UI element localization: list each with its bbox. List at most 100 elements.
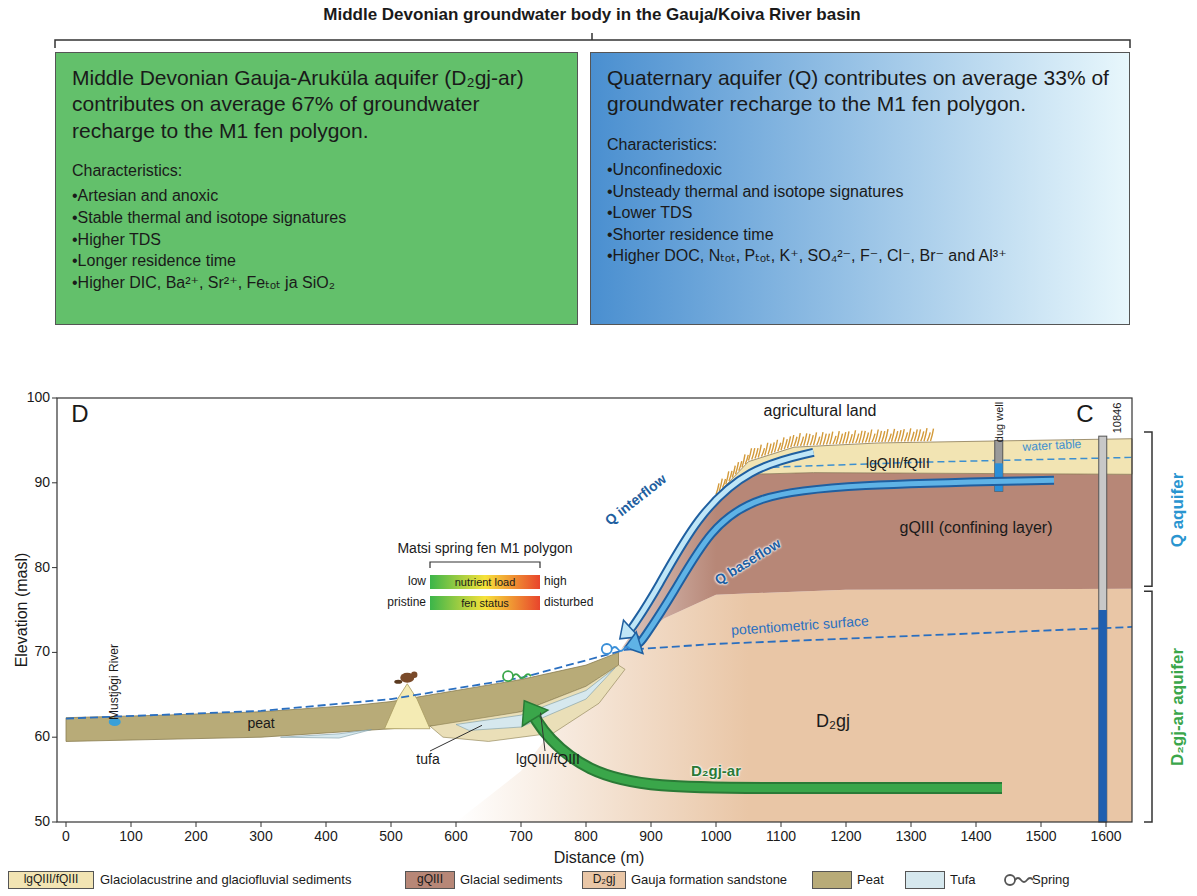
box-subheading: Characteristics: (72, 160, 561, 182)
polygon-bracket (430, 562, 540, 568)
d2gj-ar-flow-arrow (522, 701, 1002, 788)
potentiometric-surface-line (66, 627, 1132, 719)
arrow-fill (640, 480, 1054, 642)
axis-tick-label: 700 (509, 829, 532, 844)
leader-line (541, 713, 546, 751)
axis-tick-label: 500 (379, 829, 402, 844)
well-label: 10846 (1111, 403, 1123, 434)
scale-end-label: pristine (387, 596, 426, 609)
axis-tick-label: 0 (62, 829, 70, 844)
axis-tick-label: 200 (184, 829, 207, 844)
box-bullet: •Higher DIC, Ba²⁺, Sr²⁺, Feₜₒₜ ja SiO₂ (72, 272, 561, 294)
q-spring (602, 644, 630, 654)
legend-text: Glacial sediments (460, 873, 563, 887)
aquifer-label: Q aquifer (1169, 473, 1188, 548)
axis-tick-label: 800 (574, 829, 597, 844)
section-end-label: C (1076, 401, 1093, 427)
box-bullet: •Higher TDS (72, 229, 561, 251)
lower-glaciofluvial-layer (430, 665, 625, 741)
box-bullet: •Shorter residence time (607, 224, 1113, 246)
layer-label: lgQIII/fQIII (866, 456, 930, 471)
borehole (1099, 436, 1107, 822)
leader-line (430, 725, 482, 751)
land-use-label: agricultural land (764, 402, 877, 420)
axis-tick-label: 1400 (960, 829, 991, 844)
legend-swatch (812, 871, 852, 889)
axis-tick-label: 70 (34, 645, 50, 660)
axis-tick-label: 90 (34, 475, 50, 490)
layer-label: tufa (416, 752, 439, 767)
legend-code-label: gQIII (417, 873, 443, 886)
arrow-outline (640, 480, 1054, 642)
box-bullet: •Artesian and anoxic (72, 185, 561, 207)
axis-tick-label: 1500 (1025, 829, 1056, 844)
sandstone-layer (456, 589, 1132, 822)
q-baseflow-arrow (625, 480, 1054, 653)
aquifer-box: Middle Devonian Gauja-Aruküla aquifer (D… (55, 52, 578, 325)
box-bullet: •Stable thermal and isotope signatures (72, 207, 561, 229)
legend-text: Gauja formation sandstone (631, 873, 787, 887)
legend-text: Spring (1032, 873, 1070, 887)
fen-status-bar (430, 596, 540, 610)
river-label: Mustjõgi River (108, 644, 121, 720)
legend-swatch (905, 871, 945, 889)
scale-end-label: high (544, 575, 567, 588)
layer-label: gQIII (confining layer) (900, 519, 1053, 537)
well-label: dug well (993, 402, 1005, 442)
axis-tick-label: 1200 (830, 829, 861, 844)
scale-end-label: low (408, 575, 426, 588)
layer-label: lgQIII/fQIII (516, 752, 580, 767)
arrow-outline (535, 718, 1002, 788)
axis-tick-label: 1100 (766, 829, 796, 844)
box-bullet: •Lower TDS (607, 202, 1113, 224)
box-subheading: Characteristics: (607, 134, 1113, 156)
flow-label: D₂gj-ar (691, 763, 741, 780)
layer-label: D₂gj (816, 712, 850, 732)
scale-label: nutrient load (455, 576, 516, 588)
axis-tick-label: 100 (119, 829, 142, 844)
scale-label: fen status (461, 597, 509, 609)
section-end-label: D (71, 401, 88, 427)
d2gj-ar-aquifer-bracket (1144, 591, 1152, 822)
axis-ticks (52, 398, 1106, 827)
beaver-icon (394, 672, 417, 684)
plot-frame (57, 398, 1132, 822)
tufa-lens (281, 730, 372, 738)
axis-tick-label: 1300 (895, 829, 926, 844)
legend-code-label: lgQIII/fQIII (24, 873, 79, 886)
arrow-fill (535, 718, 1002, 788)
q-aquifer-bracket (1144, 432, 1152, 586)
legend-text: Glaciolacustrine and glaciofluvial sedim… (100, 873, 351, 887)
axis-title: Elevation (masl) (13, 553, 31, 668)
glacial-layer (622, 473, 1132, 649)
axis-tick-label: 1000 (700, 829, 731, 844)
layer-label: peat (247, 716, 274, 731)
box-bullet: •Unsteady thermal and isotope signatures (607, 181, 1113, 203)
axis-tick-label: 1600 (1090, 829, 1121, 844)
arrow-head (625, 632, 643, 653)
box-heading: Quaternary aquifer (Q) contributes on av… (607, 65, 1113, 118)
legend-spring-symbol (1005, 875, 1033, 885)
nutrient-bar (430, 575, 540, 589)
axis-title: Distance (m) (554, 849, 645, 867)
axis-tick-label: 80 (34, 560, 50, 575)
scale-end-label: disturbed (544, 596, 593, 609)
axis-tick-label: 100 (27, 390, 50, 405)
axis-tick-label: 400 (314, 829, 337, 844)
box-bullet: •Longer residence time (72, 250, 561, 272)
box-heading: Middle Devonian Gauja-Aruküla aquifer (D… (72, 65, 561, 144)
aquifer-label: D₂gj-ar aquifer (1169, 648, 1188, 766)
borehole-screen (1099, 610, 1107, 822)
axis-tick-label: 600 (444, 829, 467, 844)
arrow-head (522, 701, 547, 726)
legend-code-label: D₂gj (593, 873, 616, 886)
axis-tick-label: 900 (639, 829, 662, 844)
fen-polygon-label: Matsi spring fen M1 polygon (397, 541, 572, 556)
box-bullet: •Unconfinedoxic (607, 159, 1113, 181)
box-bullet: •Higher DOC, Nₜₒₜ, Pₜₒₜ, K⁺, SO₄²⁻, F⁻, … (607, 245, 1113, 267)
title: Middle Devonian groundwater body in the … (323, 5, 860, 25)
title-bracket (55, 33, 1130, 48)
tufa-mound (385, 684, 431, 729)
axis-tick-label: 50 (34, 814, 50, 829)
